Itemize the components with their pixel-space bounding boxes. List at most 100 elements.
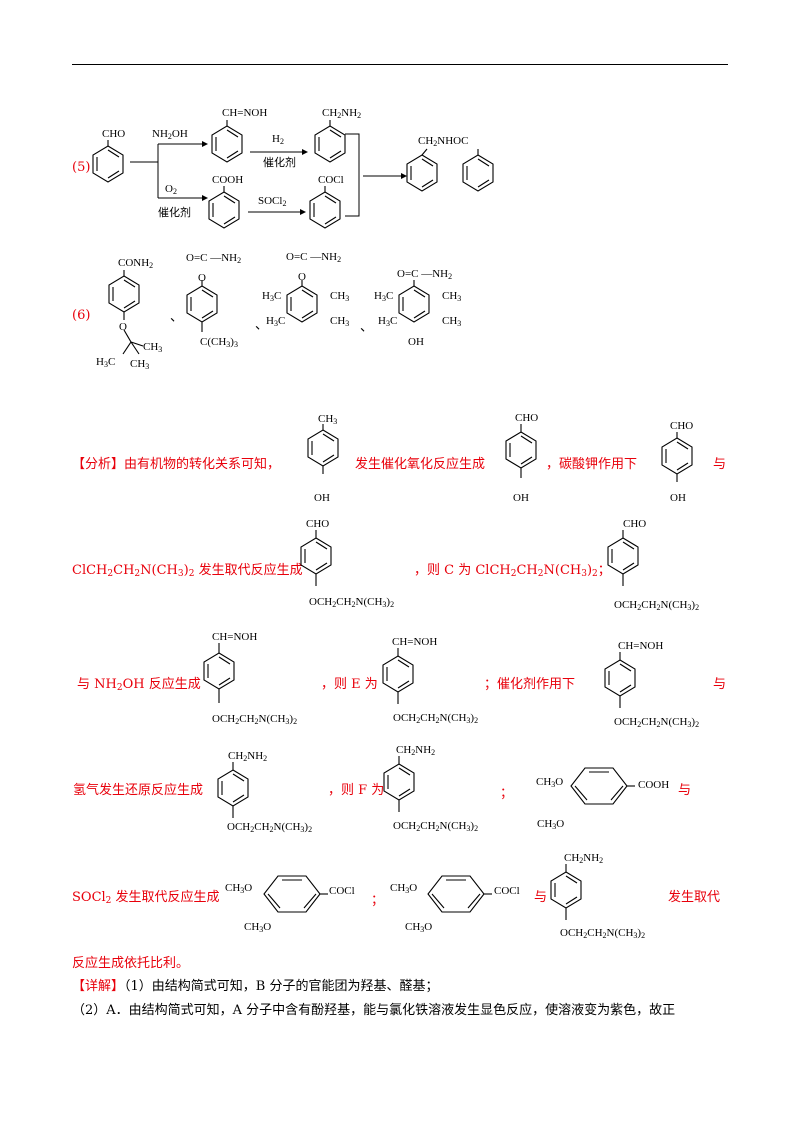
detail-text: 【详解】（1）由结构简式可知，B 分子的官能团为羟基、醛基； — [72, 979, 439, 994]
analysis-text: 反应生成依托比利。 — [72, 956, 190, 971]
oxygen-label: O — [298, 271, 306, 283]
benzene-ring — [92, 140, 124, 183]
cocl-label: COCl — [318, 174, 344, 186]
amine-label: CH2NH2 — [564, 852, 604, 865]
scheme-6-number: (6) — [72, 308, 91, 323]
header-rule — [72, 64, 728, 65]
socl2-arrow — [248, 209, 306, 215]
separator: 、 — [170, 310, 184, 325]
analysis-text: ，则 C 为 ClCH2CH2N(CH3)2； — [414, 563, 611, 579]
ome-label: CH3O — [225, 882, 253, 895]
dimethoxybenzoyl-ring — [427, 875, 492, 913]
analysis-text: 与 — [713, 457, 727, 472]
ch3-label: CH3 — [143, 341, 163, 354]
analysis-text: 与 — [534, 890, 548, 905]
benzyl-benzamide — [406, 148, 494, 192]
ch3-label: CH3 — [330, 315, 350, 328]
side-chain-label: OCH2CH2N(CH3)2 — [614, 599, 700, 612]
conh2-label: CONH2 — [118, 257, 154, 270]
merge-bracket — [345, 133, 407, 217]
oxime-label: CH=NOH — [212, 631, 258, 643]
analysis-text: 发生催化氧化反应生成 — [355, 457, 486, 472]
detail-text: （2）A．由结构简式可知，A 分子中含有酚羟基，能与氯化铁溶液发生显色反应，使溶… — [72, 1003, 676, 1018]
side-chain-benzaldehyde-ring — [607, 530, 639, 586]
oxime-ring — [382, 648, 414, 704]
analysis-text: 发生取代 — [668, 890, 721, 905]
analysis-text: ClCH2CH2N(CH3)2 发生取代反应生成 — [72, 563, 303, 579]
amine-ring — [383, 756, 415, 812]
ch3-label: CH3 — [318, 413, 338, 426]
analysis-text: ，则 F 为 — [328, 783, 385, 798]
oh-label: OH — [513, 492, 529, 504]
ome-label: CH3O — [536, 776, 564, 789]
amine-label: CH2NH2 — [322, 107, 362, 120]
oh-label: OH — [408, 336, 424, 348]
oxygen-label: O — [119, 321, 127, 333]
analysis-text: ，碳酸钾作用下 — [546, 457, 638, 472]
cocl-label: COCl — [494, 885, 520, 897]
separator: 、 — [255, 318, 269, 333]
h3c-label: H3C — [374, 290, 394, 303]
side-chain-label: OCH2CH2N(CH3)2 — [393, 820, 479, 833]
h3c-label: H3C — [266, 315, 286, 328]
p-cresol-ring — [307, 424, 339, 474]
socl2-reagent: SOCl2 — [258, 195, 287, 208]
cocl-label: COCl — [329, 885, 355, 897]
analysis-text: 与 NH2OH 反应生成 — [77, 677, 201, 693]
side-chain-label: OCH2CH2N(CH3)2 — [212, 713, 298, 726]
amide-label: O=C —NH2 — [397, 268, 453, 281]
amine-label: CH2NH2 — [396, 744, 436, 757]
amine-ring — [217, 762, 249, 818]
side-chain-benzaldehyde-ring — [300, 530, 332, 586]
analysis-text: ； — [500, 786, 514, 801]
oxime-label: CH=NOH — [618, 640, 664, 652]
side-chain-label: OCH2CH2N(CH3)2 — [309, 596, 395, 609]
cho-label: CHO — [670, 420, 694, 432]
side-chain-label: OCH2CH2N(CH3)2 — [614, 716, 700, 729]
analysis-text: ； — [371, 893, 385, 908]
amine-ring — [550, 864, 582, 920]
analysis-text: 【分析】由有机物的转化关系可知， — [72, 457, 281, 472]
cho-label: CHO — [623, 518, 647, 530]
o2-reagent: O2 — [165, 183, 177, 196]
side-chain-label: OCH2CH2N(CH3)2 — [393, 712, 479, 725]
catalyst-label-o2: 催化剂 — [158, 207, 191, 219]
analysis-text: ，则 E 为 — [321, 677, 378, 692]
oxime-label: CH=NOH — [222, 107, 268, 119]
oh-label: OH — [670, 492, 686, 504]
tetramethylphenyl-ring — [286, 280, 318, 323]
ch3-label: CH3 — [130, 358, 150, 371]
carbamate-label: O=C —NH2 — [286, 251, 342, 264]
analysis-text: SOCl2 发生取代反应生成 — [72, 890, 220, 906]
ome-label: CH3O — [405, 921, 433, 934]
h3c-label: H3C — [262, 290, 282, 303]
analysis-text: 与 — [678, 783, 692, 798]
detail-line1-body: （1）由结构简式可知，B 分子的官能团为羟基、醛基； — [124, 979, 439, 994]
h3c-label: H3C — [378, 315, 398, 328]
benzene-ring — [211, 120, 243, 163]
analysis-text: ；催化剂作用下 — [484, 677, 576, 692]
cho-label: CHO — [306, 518, 330, 530]
ch3-label: CH3 — [330, 290, 350, 303]
cooh-label: COOH — [212, 174, 244, 186]
carbamate-label: O=C —NH2 — [186, 252, 242, 265]
separator: 、 — [360, 320, 374, 335]
catalyst-label-h2: 催化剂 — [263, 157, 296, 169]
ome-label: CH3O — [537, 818, 565, 831]
cho-label: CHO — [102, 128, 126, 140]
oh-label: OH — [314, 492, 330, 504]
branch-arrow — [130, 141, 208, 201]
hydroxybenzaldehyde-ring — [505, 424, 537, 478]
cooh-label: COOH — [638, 779, 670, 791]
analysis-text: 与 — [713, 677, 727, 692]
hydroxybenzaldehyde-ring — [661, 432, 693, 482]
oxime-ring — [604, 652, 636, 708]
tert-butoxy-benzamide — [108, 270, 144, 355]
h2-arrow — [250, 149, 308, 155]
dimethoxybenzoic-ring — [570, 767, 635, 805]
benzene-ring — [208, 186, 240, 229]
ch3-label: CH3 — [442, 315, 462, 328]
benzene-ring — [309, 186, 341, 229]
amine-label: CH2NH2 — [228, 750, 268, 763]
dimethoxybenzoyl-ring — [263, 875, 328, 913]
